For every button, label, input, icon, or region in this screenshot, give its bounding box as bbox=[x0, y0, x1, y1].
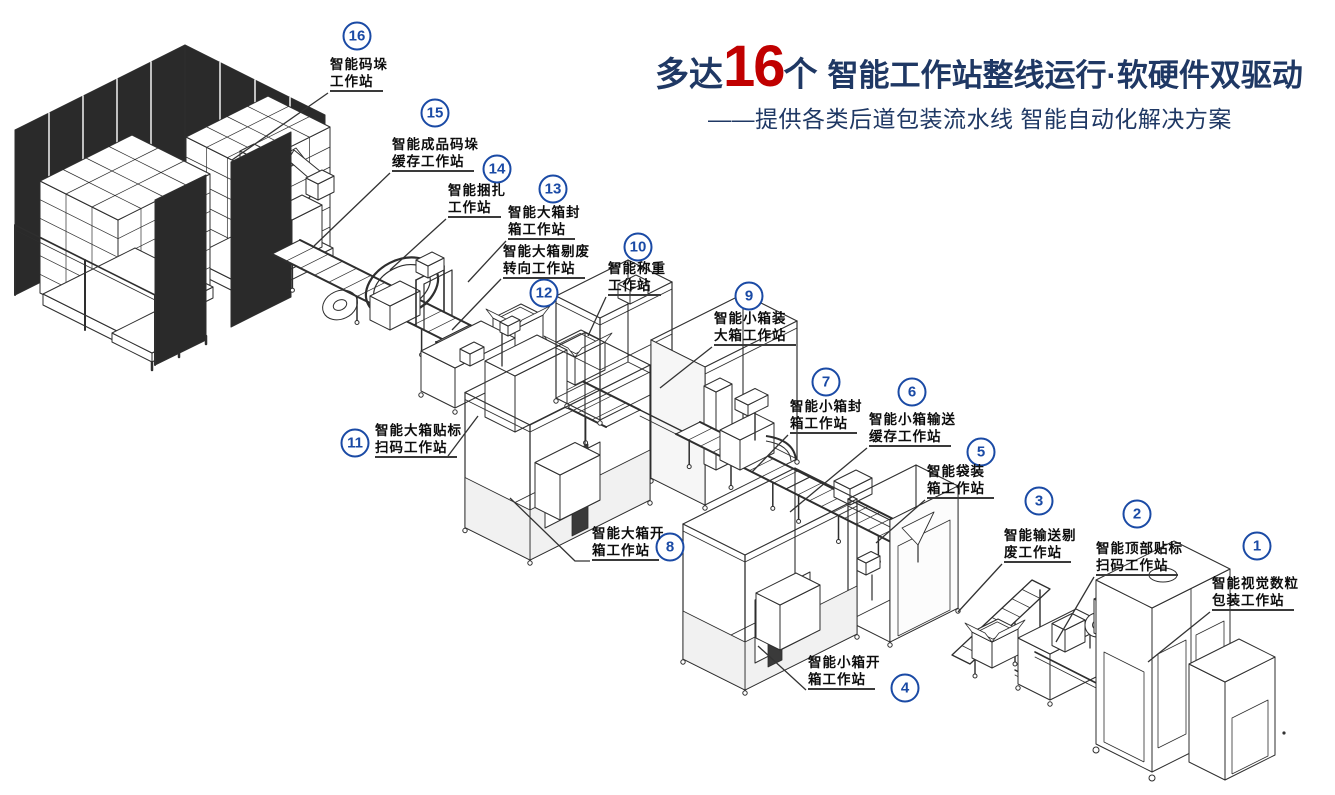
station-label-line: 智能大箱贴标 bbox=[375, 423, 462, 438]
station-label-line: 智能小箱装 bbox=[714, 311, 787, 326]
station-number-badge-3: 3 bbox=[1024, 486, 1054, 516]
station-label-line: 缓存工作站 bbox=[869, 428, 956, 447]
station-label-line: 智能袋装 bbox=[927, 464, 985, 479]
station-label-12: 智能大箱剔废转向工作站 bbox=[503, 243, 590, 279]
subtitle: ——提供各类后道包装流水线 智能自动化解决方案 bbox=[708, 106, 1232, 132]
station-label-line: 智能成品码垛 bbox=[392, 137, 479, 152]
headline-rest: 智能工作站整线运行·软硬件双驱动 bbox=[827, 58, 1303, 93]
station-label-line: 智能视觉数粒 bbox=[1212, 576, 1299, 591]
station-label-5: 智能袋装箱工作站 bbox=[927, 463, 994, 499]
station-label-7: 智能小箱封箱工作站 bbox=[790, 398, 863, 434]
station-number-badge-8: 8 bbox=[655, 532, 685, 562]
station-label-line: 箱工作站 bbox=[790, 415, 863, 434]
station-label-2: 智能顶部贴标扫码工作站 bbox=[1096, 540, 1183, 576]
station-number-badge-4: 4 bbox=[890, 673, 920, 703]
station-label-line: 智能顶部贴标 bbox=[1096, 541, 1183, 556]
station-label-line: 转向工作站 bbox=[503, 260, 590, 279]
station-number-badge-1: 1 bbox=[1242, 531, 1272, 561]
headline-unit: 个 bbox=[783, 56, 818, 94]
station-label-line: 扫码工作站 bbox=[375, 439, 462, 458]
station-label-line: 智能输送剔 bbox=[1004, 528, 1077, 543]
station-label-line: 工作站 bbox=[330, 73, 388, 92]
station-label-9: 智能小箱装大箱工作站 bbox=[714, 310, 796, 346]
station-label-11: 智能大箱贴标扫码工作站 bbox=[375, 422, 462, 458]
station-label-line: 智能称重 bbox=[608, 261, 666, 276]
station-label-line: 大箱工作站 bbox=[714, 327, 796, 346]
station-label-8: 智能大箱开箱工作站 bbox=[592, 525, 665, 561]
station-label-line: 智能码垛 bbox=[330, 57, 388, 72]
station-label-line: 智能小箱输送 bbox=[869, 412, 956, 427]
station-number-badge-13: 13 bbox=[538, 174, 568, 204]
station-label-line: 包装工作站 bbox=[1212, 592, 1299, 611]
station-number-badge-6: 6 bbox=[897, 377, 927, 407]
station-label-line: 箱工作站 bbox=[808, 671, 881, 690]
station-number-badge-2: 2 bbox=[1122, 499, 1152, 529]
station-label-line: 废工作站 bbox=[1004, 544, 1077, 563]
station-number-badge-15: 15 bbox=[420, 98, 450, 128]
station-label-10: 智能称重工作站 bbox=[608, 260, 666, 296]
station-label-line: 箱工作站 bbox=[508, 221, 581, 240]
station-label-line: 智能小箱开 bbox=[808, 655, 881, 670]
station-label-line: 扫码工作站 bbox=[1096, 557, 1183, 576]
station-label-13: 智能大箱封箱工作站 bbox=[508, 204, 581, 240]
station-number-badge-16: 16 bbox=[342, 21, 372, 51]
station-number-badge-7: 7 bbox=[811, 367, 841, 397]
station-label-line: 工作站 bbox=[608, 277, 666, 296]
station-label-3: 智能输送剔废工作站 bbox=[1004, 527, 1077, 563]
station-number-badge-14: 14 bbox=[482, 154, 512, 184]
station-label-1: 智能视觉数粒包装工作站 bbox=[1212, 575, 1299, 611]
station-label-4: 智能小箱开箱工作站 bbox=[808, 654, 881, 690]
station-label-14: 智能捆扎工作站 bbox=[448, 182, 506, 218]
station-label-15: 智能成品码垛缓存工作站 bbox=[392, 136, 479, 172]
station-label-line: 智能大箱封 bbox=[508, 205, 581, 220]
headline-count: 16 bbox=[723, 34, 785, 99]
station-number-badge-12: 12 bbox=[529, 278, 559, 308]
station-label-line: 缓存工作站 bbox=[392, 153, 479, 172]
station-label-line: 智能捆扎 bbox=[448, 183, 506, 198]
station-label-6: 智能小箱输送缓存工作站 bbox=[869, 411, 956, 447]
station-label-line: 智能大箱剔废 bbox=[503, 244, 590, 259]
headline: 多达16个智能工作站整线运行·软硬件双驱动 bbox=[655, 38, 1303, 96]
station-number-badge-5: 5 bbox=[966, 437, 996, 467]
station-label-16: 智能码垛工作站 bbox=[330, 56, 388, 92]
station-label-line: 智能大箱开 bbox=[592, 526, 665, 541]
station-label-line: 智能小箱封 bbox=[790, 399, 863, 414]
station-label-line: 工作站 bbox=[448, 199, 506, 218]
station-number-badge-9: 9 bbox=[734, 281, 764, 311]
station-label-line: 箱工作站 bbox=[927, 480, 994, 499]
station-label-line: 箱工作站 bbox=[592, 542, 665, 561]
station-number-badge-10: 10 bbox=[623, 232, 653, 262]
headline-prefix: 多达 bbox=[655, 56, 723, 94]
station-number-badge-11: 11 bbox=[340, 428, 370, 458]
